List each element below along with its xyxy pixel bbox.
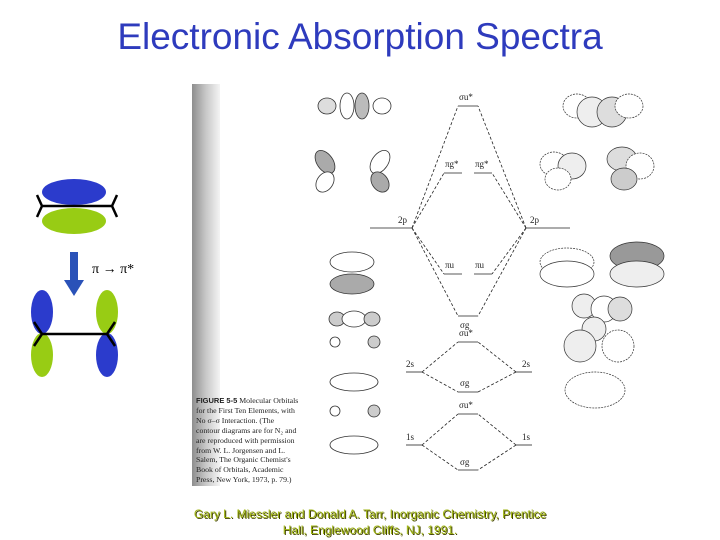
credit-line-2: Hall, Englewood Cliffs, NJ, 1991. (282, 523, 458, 537)
molecular-orbital-figure: σu* πg* πg* 2p 2p πu πu σg σu* 2s 2s σg … (192, 84, 716, 486)
2s-sigma-u-star-shape (329, 335, 381, 349)
label-sigma-u-star-1s: σu* (459, 400, 473, 410)
label-pi-g-star-right: πg* (475, 159, 489, 169)
label-sigma-u-star: σu* (459, 92, 473, 102)
pi-g-star-shape (314, 150, 391, 193)
label-sigma-g-2s: σg (460, 378, 470, 388)
pi-star-antibonding-orbital (31, 290, 118, 377)
caption-figure-number: FIGURE 5-5 (196, 396, 238, 405)
label-sigma-g: σg (460, 320, 470, 330)
correlation-lines-1s (421, 413, 517, 471)
label-2p-right: 2p (530, 215, 540, 225)
label-2s-right: 2s (522, 359, 531, 369)
contour-pi-u (539, 241, 665, 288)
1s-sigma-u-star-shape (329, 404, 381, 418)
pi-bottom-lobe (42, 208, 106, 234)
label-1s-right: 1s (522, 432, 531, 442)
pi-pi-star-diagram: π → π* (31, 179, 134, 377)
label-sigma-u-star-2s: σu* (459, 328, 473, 338)
label-sigma-g-1s: σg (460, 457, 470, 467)
contour-1s (564, 371, 626, 409)
slide-title: Electronic Absorption Spectra (117, 16, 603, 57)
pi-star-right-top-lobe (96, 290, 118, 334)
contour-2s (563, 329, 635, 363)
pi-star-left-bottom-lobe (31, 333, 53, 377)
label-pi-u-right: πu (475, 260, 485, 270)
caption-line: Salem, The Organic Chemist's (196, 455, 291, 465)
contour-pi-g-star (539, 146, 655, 191)
1s-sigma-g-shape (329, 435, 379, 455)
2s-sigma-g-shape (329, 372, 379, 392)
source-credit: Gary L. Miessler and Donald A. Tarr, Ino… (120, 506, 620, 538)
caption-line: for the First Ten Elements, with (196, 405, 295, 415)
label-1s-left: 1s (406, 432, 415, 442)
contour-sigma-g (571, 293, 633, 342)
correlation-lines-2s (421, 341, 517, 393)
orbital-schematics (314, 92, 392, 455)
bond-skeleton-right (32, 321, 117, 347)
caption-line: Press, New York, 1973, p. 79.) (196, 475, 292, 485)
orbital-contour-renderings (539, 93, 665, 409)
pi-bonding-orbital (35, 179, 119, 234)
mo-energy-diagram: σu* πg* πg* 2p 2p πu πu σg σu* 2s 2s σg … (314, 92, 665, 471)
transition-label: π → π* (92, 262, 134, 277)
caption-line: contour diagrams are for N₂ and (196, 425, 297, 435)
pi-top-lobe (42, 179, 106, 205)
caption-line: are reproduced with permission (196, 435, 295, 445)
bond-skeleton-left (35, 194, 119, 218)
down-arrow (64, 252, 84, 296)
caption-line: from W. L. Jorgensen and L. (196, 445, 286, 455)
caption-line: No σ–σ Interaction. (The (196, 415, 275, 425)
label-pi-u-left: πu (445, 260, 455, 270)
pi-star-right-bottom-lobe (96, 333, 118, 377)
caption-line: Molecular Orbitals (239, 396, 299, 405)
sigma-u-star-shape (317, 92, 392, 120)
scan-page-shadow (192, 84, 220, 486)
correlation-lines-2p (411, 105, 527, 317)
figure-caption: FIGURE 5-5 Molecular Orbitals for the Fi… (196, 396, 312, 485)
pi-star-left-top-lobe (31, 290, 53, 334)
label-2s-left: 2s (406, 359, 415, 369)
contour-sigma-u-star (562, 93, 644, 128)
credit-line-1: Gary L. Miessler and Donald A. Tarr, Ino… (193, 507, 547, 521)
pi-u-shape (329, 251, 375, 295)
caption-line: Book of Orbitals, Academic (196, 465, 284, 475)
label-2p-left: 2p (398, 215, 408, 225)
sigma-g-shape (328, 310, 381, 328)
label-pi-g-star-left: πg* (445, 159, 459, 169)
